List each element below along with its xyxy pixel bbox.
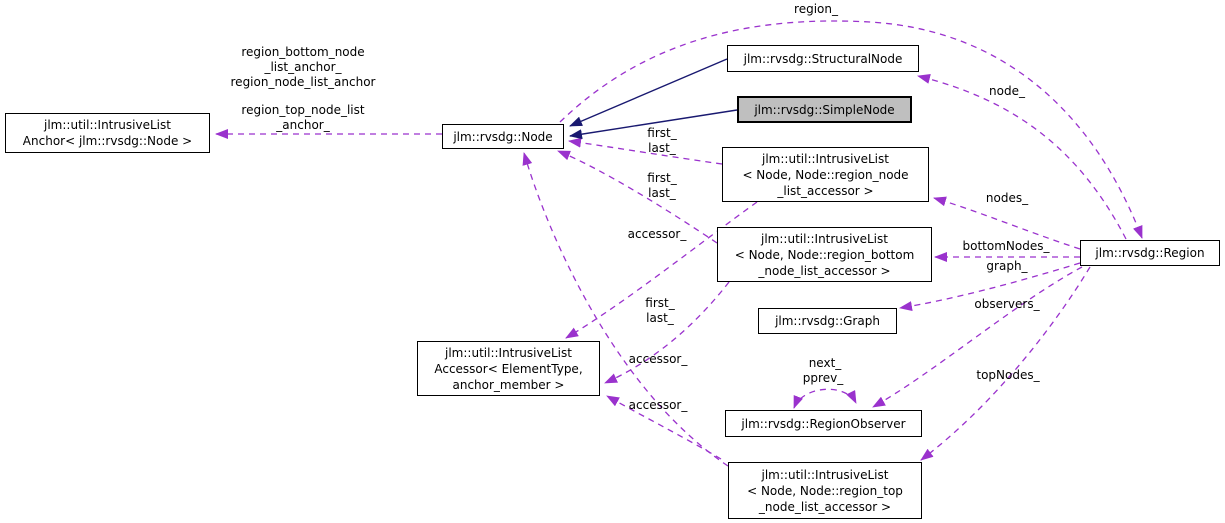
edge-inherit-structuralnode: [569, 58, 728, 127]
class-label-line: jlm::util::IntrusiveList: [445, 345, 572, 360]
class-label-line: jlm::rvsdg::StructuralNode: [743, 51, 903, 66]
class-label-line: < Node, Node::region_node: [742, 167, 909, 182]
edge-node-usage: [917, 74, 1127, 240]
class-label-line: _node_list_accessor >: [758, 263, 891, 278]
edge-accessor-region-node: [565, 201, 758, 339]
class-label-line: jlm::rvsdg::Region: [1095, 246, 1205, 260]
edge-label-bottomnodes: bottomNodes_: [962, 239, 1050, 253]
class-box-region[interactable]: jlm::rvsdg::Region: [1080, 240, 1220, 266]
class-label-line: < Node, Node::region_top: [747, 483, 903, 498]
edge-label-region: region_: [794, 2, 838, 16]
class-label-line: jlm::util::IntrusiveList: [762, 151, 889, 166]
edge-accessor-region-top: [606, 395, 722, 460]
edge-label-first-last-3: first_ last_: [645, 296, 675, 325]
class-label-line: jlm::util::IntrusiveList: [761, 231, 888, 246]
edge-observer-self-loop: [793, 388, 857, 409]
edge-inherit-simplenode: [569, 109, 738, 140]
class-label-line: jlm::rvsdg::Graph: [775, 314, 880, 328]
edge-observers-usage: [872, 266, 1083, 408]
edge-label-anchor-bottom: region_bottom_node _list_anchor_ region_…: [230, 45, 376, 89]
class-box-intrusivelist-region-node[interactable]: jlm::util::IntrusiveList < Node, Node::r…: [722, 147, 929, 202]
class-box-intrusivelist-anchor[interactable]: jlm::util::IntrusiveList Anchor< jlm::rv…: [5, 113, 210, 153]
edge-graph-usage: [899, 262, 1081, 312]
edge-accessor-region-bottom: [604, 281, 730, 384]
class-box-regionobserver[interactable]: jlm::rvsdg::RegionObserver: [725, 410, 922, 437]
edge-first-last-region-top: [522, 152, 729, 467]
edge-label-observers: observers_: [974, 297, 1040, 311]
edge-topnodes-usage: [920, 266, 1091, 461]
edge-label-graph: graph_: [986, 259, 1028, 273]
class-label-line: Accessor< ElementType,: [434, 361, 583, 376]
class-box-node[interactable]: jlm::rvsdg::Node: [442, 124, 564, 149]
class-box-intrusivelist-region-bottom[interactable]: jlm::util::IntrusiveList < Node, Node::r…: [717, 227, 932, 282]
edge-label-pprev: pprev_: [802, 371, 844, 385]
edge-label-accessor-2: accessor_: [628, 352, 688, 366]
class-box-intrusivelist-accessor[interactable]: jlm::util::IntrusiveList Accessor< Eleme…: [417, 341, 600, 396]
edge-label-nodes: nodes_: [985, 191, 1029, 205]
edge-label-accessor-1: accessor_: [627, 227, 687, 241]
edge-nodes-usage: [933, 196, 1081, 250]
edge-first-last-region-bottom: [557, 150, 718, 244]
edge-region-usage: [559, 20, 1143, 239]
edge-label-next: next_: [808, 356, 842, 370]
class-label-line: jlm::rvsdg::SimpleNode: [754, 102, 895, 117]
class-label-line: _list_accessor >: [777, 183, 874, 198]
class-label-line: jlm::rvsdg::RegionObserver: [741, 416, 906, 431]
class-label-line: _node_list_accessor >: [758, 499, 892, 514]
edge-label-topnodes: topNodes_: [976, 368, 1040, 382]
class-box-simplenode-current: jlm::rvsdg::SimpleNode: [737, 96, 912, 123]
class-label-line: anchor_member >: [452, 377, 565, 392]
class-label-line: < Node, Node::region_bottom: [734, 247, 915, 262]
edge-first-last-region-node: [568, 137, 723, 165]
class-box-graph[interactable]: jlm::rvsdg::Graph: [758, 308, 897, 334]
edge-label-node: node_: [989, 84, 1025, 98]
edge-label-first-last-2: first_ last_: [647, 171, 677, 200]
edge-label-anchor-top: region_top_node_list _anchor_: [241, 103, 365, 132]
class-box-intrusivelist-region-top[interactable]: jlm::util::IntrusiveList < Node, Node::r…: [728, 462, 922, 519]
class-label-line: jlm::rvsdg::Node: [453, 129, 553, 144]
class-label-line: Anchor< jlm::rvsdg::Node >: [22, 134, 193, 148]
class-label-line: jlm::util::IntrusiveList: [44, 118, 171, 132]
class-box-structuralnode[interactable]: jlm::rvsdg::StructuralNode: [727, 45, 919, 72]
edge-label-first-last-1: first_ last_: [647, 126, 677, 155]
edge-label-accessor-3: accessor_: [628, 398, 688, 412]
class-label-line: jlm::util::IntrusiveList: [761, 467, 889, 482]
